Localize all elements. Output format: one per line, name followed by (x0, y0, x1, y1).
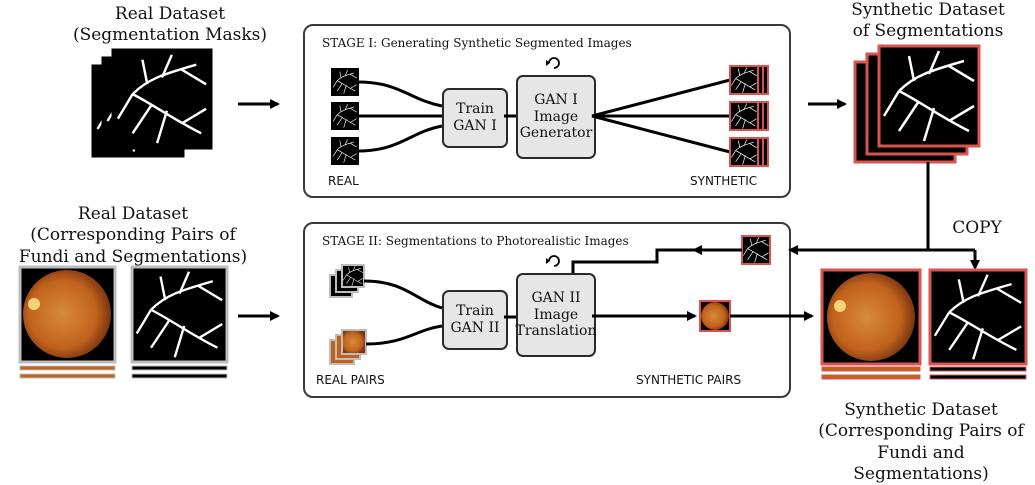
stage-2-real-seg-tiles (330, 265, 364, 297)
stage-1-real-tiles (332, 69, 358, 164)
refresh-icon (546, 256, 559, 266)
stage-2-real-fundus-tiles (330, 330, 366, 364)
real-segmentation-image (132, 267, 227, 378)
stage-2-synthetic-fundus-tile (700, 301, 730, 331)
real-masks-stack (93, 50, 211, 156)
stage-2-synthetic-seg-tile (742, 236, 770, 264)
refresh-icon (546, 58, 559, 68)
synthetic-segmentation-image (930, 270, 1026, 379)
synthetic-fundus-image (822, 270, 920, 379)
stage-1-synthetic-tiles (730, 66, 768, 166)
real-fundus-image (20, 267, 115, 378)
synthetic-segmentations-stack (855, 46, 979, 162)
diagram-graphics (0, 0, 1035, 467)
